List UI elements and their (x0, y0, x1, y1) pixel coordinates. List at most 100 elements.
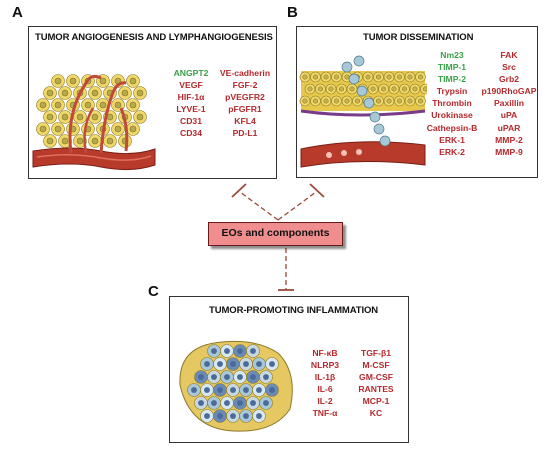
marker: VEGF (179, 80, 203, 91)
cell-nucleus (256, 361, 262, 367)
cell-nucleus (61, 113, 69, 121)
marker: MMP-9 (495, 146, 523, 157)
angiogenesis-illustration (32, 74, 156, 171)
cell-nucleus (99, 101, 107, 109)
cell-nucleus (204, 387, 210, 393)
cell-nucleus (136, 89, 144, 97)
cell-nucleus (412, 86, 418, 92)
cell-nucleus (375, 74, 382, 80)
cell-nucleus (129, 77, 137, 85)
marker: HIF-1α (177, 92, 205, 103)
marker: TIMP-1 (437, 62, 467, 73)
cell-nucleus (54, 101, 62, 109)
cell-nucleus (365, 74, 371, 80)
marker: CD34 (180, 128, 202, 139)
cell-nucleus (114, 101, 122, 109)
marker: CD31 (180, 116, 202, 127)
marker: Thrombin (432, 98, 472, 109)
cell-nucleus (417, 74, 424, 80)
inhibit-line-b (277, 191, 317, 221)
cell-nucleus (91, 137, 99, 145)
marker: LYVE-1 (176, 104, 206, 115)
marker: Trypsin (436, 86, 468, 97)
marker: Src (502, 62, 516, 73)
cell-nucleus (323, 74, 329, 80)
cell-nucleus (338, 86, 345, 92)
marker: uPA (500, 110, 518, 121)
marker: MCP-1 (362, 396, 390, 407)
marker: KC (369, 408, 383, 419)
panel-b-letter: B (287, 4, 298, 21)
cell-nucleus (198, 374, 204, 380)
cell-nucleus (211, 348, 217, 354)
marker: GM-CSF (359, 372, 393, 383)
cell-nucleus (224, 400, 230, 406)
cell-nucleus (46, 137, 54, 145)
cell-nucleus (204, 361, 210, 367)
cell-nucleus (46, 89, 54, 97)
cell-nucleus (217, 413, 223, 419)
panel-c-markers-left: NF-κB NLRP3 IL-1β IL-6 IL-2 TNF-α (303, 347, 347, 420)
panel-c: TUMOR-PROMOTING INFLAMMATION NF-κB NLRP3… (169, 296, 409, 443)
cell-nucleus (391, 86, 397, 92)
cell-nucleus (269, 387, 275, 393)
marker: pFGFR1 (228, 104, 262, 115)
marker: IL-2 (317, 396, 333, 407)
cell-nucleus (333, 98, 340, 104)
cell-nucleus (211, 374, 217, 380)
marker: ERK-2 (439, 146, 465, 157)
panel-b-markers-right: FAK Src Grb2 p190RhoGAP Paxillin uPA uPA… (479, 49, 539, 158)
cell-nucleus (198, 400, 204, 406)
cell-nucleus (237, 374, 243, 380)
cell-nucleus (46, 113, 54, 121)
cell-nucleus (417, 98, 424, 104)
marker: Urokinase (431, 110, 473, 121)
marker: MMP-2 (495, 134, 523, 145)
cell-nucleus (354, 98, 361, 104)
cell-nucleus (230, 413, 236, 419)
marker: VE-cadherin (219, 68, 271, 78)
cell-nucleus (136, 113, 144, 121)
cell-nucleus (302, 98, 308, 104)
cell-nucleus (307, 86, 313, 92)
cell-nucleus (211, 400, 217, 406)
cell-nucleus (76, 113, 84, 121)
marker: TGF-β1 (360, 348, 392, 358)
cell-nucleus (191, 387, 197, 393)
panel-c-letter: C (148, 283, 159, 300)
cell-nucleus (317, 86, 324, 92)
cell-nucleus (250, 400, 256, 406)
panel-a-markers-right: VE-cadherin FGF-2 pVEGFR2 pFGFR1 KFL4 PD… (214, 67, 276, 140)
cell-nucleus (312, 74, 319, 80)
cell-nucleus (217, 387, 223, 393)
cell-nucleus (386, 98, 392, 104)
cell-nucleus (84, 101, 92, 109)
cell-nucleus (396, 98, 403, 104)
cell-nucleus (250, 348, 256, 354)
marker: p190RhoGAP (481, 86, 537, 97)
cell-nucleus (204, 413, 210, 419)
inhibit-bar-b (309, 183, 325, 198)
cell-nucleus (256, 413, 262, 419)
marker: TNF-α (312, 408, 338, 419)
cell-nucleus (263, 400, 269, 406)
marker: IL-1β (314, 372, 336, 383)
cell-nucleus (349, 86, 355, 92)
cell-nucleus (344, 98, 350, 104)
cell-nucleus (243, 361, 249, 367)
panel-b-markers-left: Nm23 TIMP-1 TIMP-2 Trypsin Thrombin Urok… (422, 49, 482, 158)
cell-nucleus (76, 137, 84, 145)
marker: M-CSF (362, 360, 390, 371)
inhibit-bar-a (231, 183, 247, 198)
cell-nucleus (230, 387, 236, 393)
cell-nucleus (396, 74, 403, 80)
cell-nucleus (54, 125, 62, 133)
cell-nucleus (407, 74, 413, 80)
marker: KFL4 (234, 116, 256, 127)
cell-nucleus (333, 74, 340, 80)
marker: NF-κB (312, 348, 338, 358)
cell-nucleus (380, 86, 387, 92)
panel-b-title: TUMOR DISSEMINATION (363, 32, 474, 43)
cell-nucleus (243, 413, 249, 419)
